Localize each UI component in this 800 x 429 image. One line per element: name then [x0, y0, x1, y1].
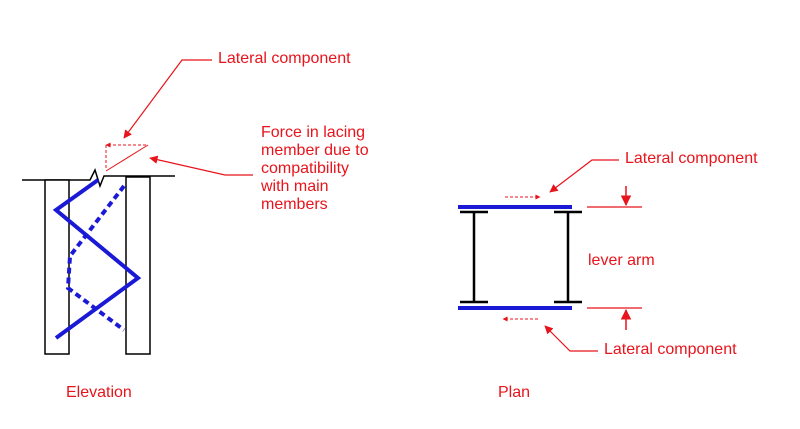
- force-label-line-4: with main: [261, 178, 329, 195]
- force-label-line-2: member due to: [261, 142, 369, 159]
- leader-plan-lateral-bottom: [544, 325, 598, 352]
- left-main-member: [44, 179, 70, 355]
- plan-view: [458, 159, 642, 352]
- force-label-line-5: members: [261, 196, 328, 213]
- elevation-caption: Elevation: [66, 384, 132, 401]
- force-label-line-1: Force in lacing: [261, 124, 366, 141]
- leader-elev-lateral: [123, 59, 212, 139]
- elevation-view: [22, 59, 253, 355]
- plan-caption: Plan: [498, 384, 531, 401]
- right-main-member: [125, 176, 151, 355]
- plan-bottom-lateral-component-label: Lateral component: [604, 341, 737, 358]
- plan-top-lateral-component-label: Lateral component: [625, 150, 758, 167]
- lever-arm-label: lever arm: [588, 252, 655, 269]
- force-vector-lacing: [105, 144, 149, 172]
- cut-line: [22, 168, 175, 189]
- force-label-line-3: compatibility: [261, 160, 350, 177]
- force-in-lacing-label: Force in lacing member due to compatibil…: [261, 124, 369, 214]
- leader-plan-lateral-top: [549, 159, 619, 193]
- elevation-lateral-component-label: Lateral component: [218, 50, 351, 67]
- lacing-back: [65, 184, 126, 332]
- leader-force: [149, 155, 253, 176]
